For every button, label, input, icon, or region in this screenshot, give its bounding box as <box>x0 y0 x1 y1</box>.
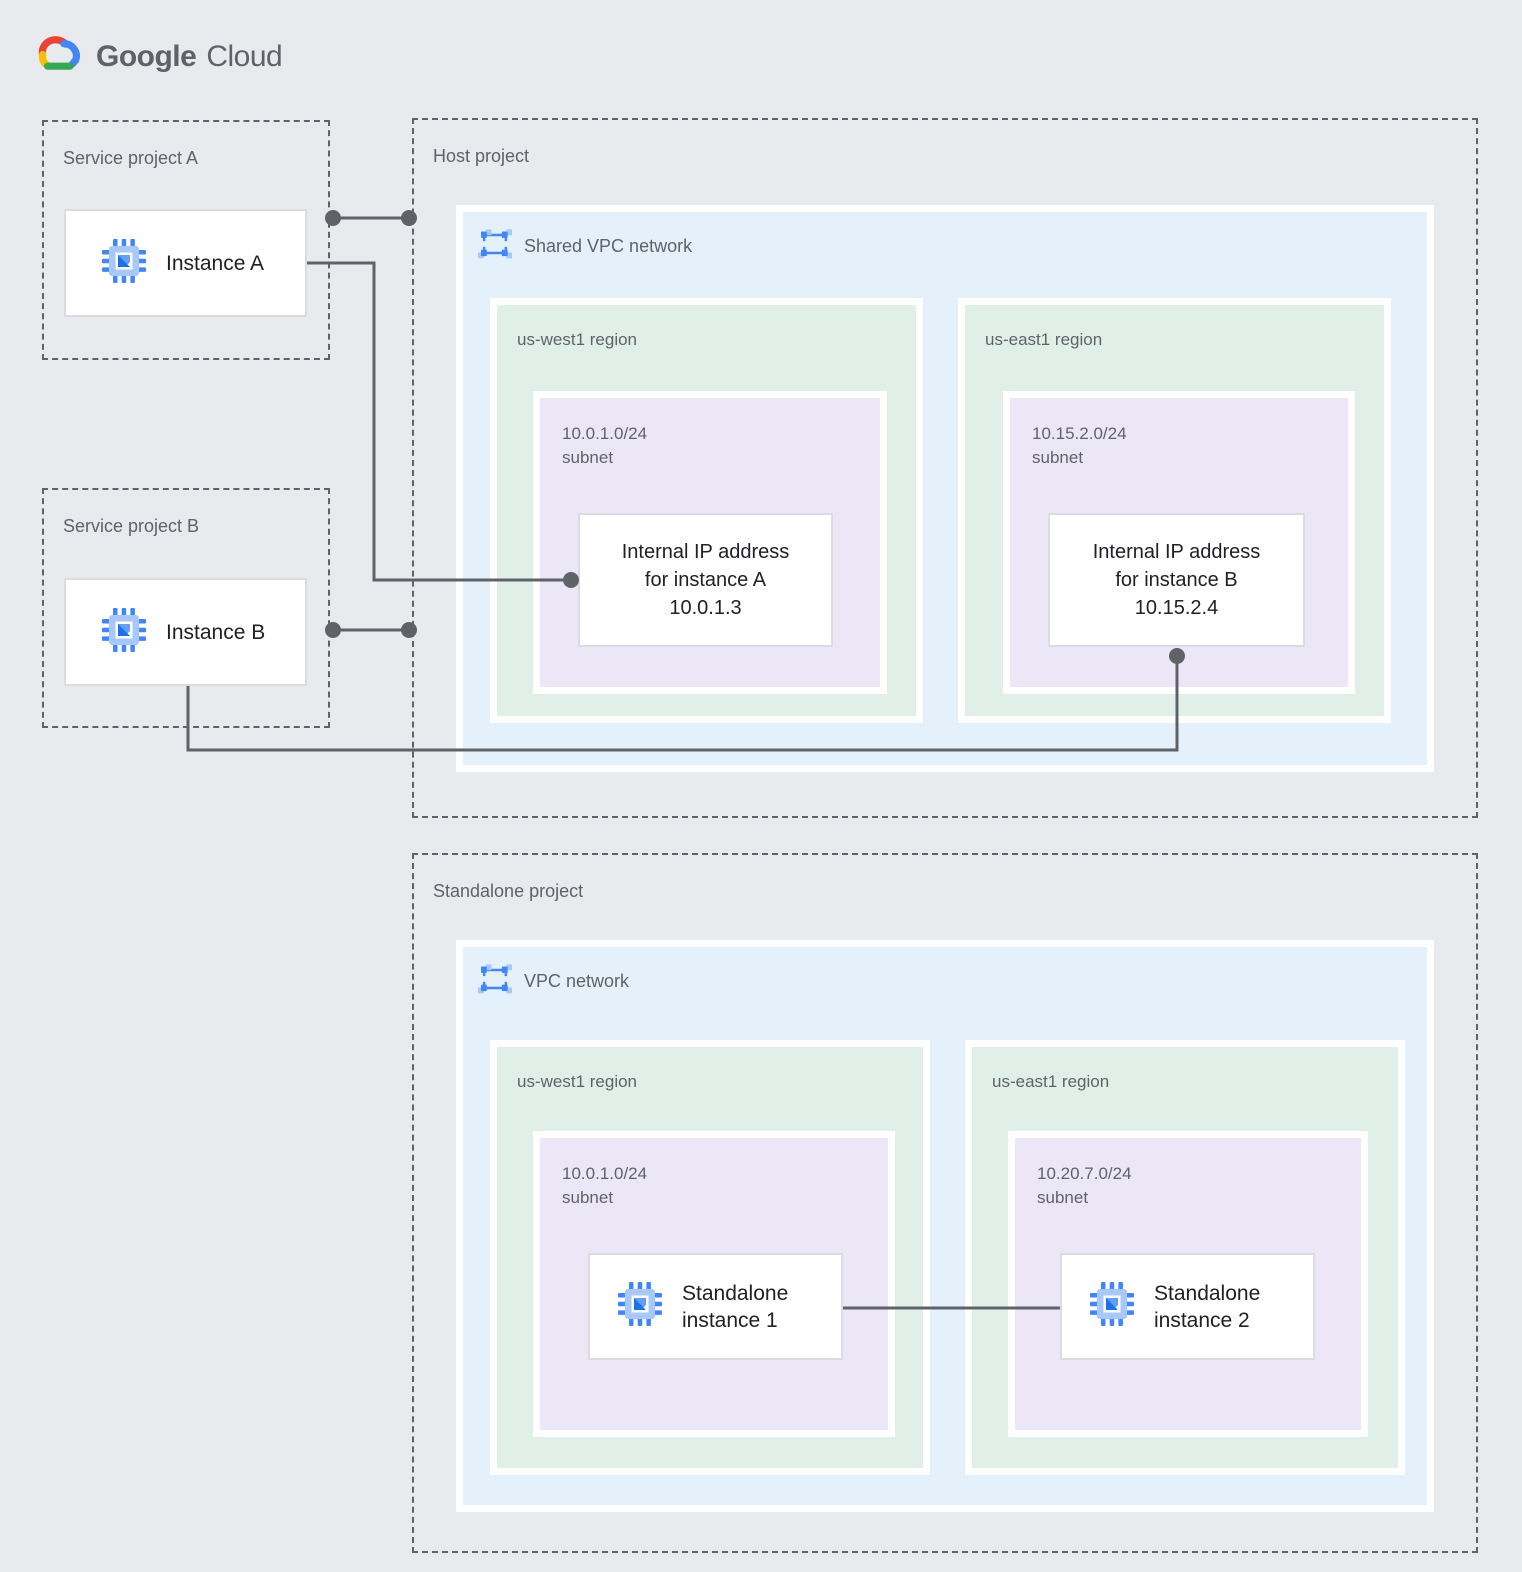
service-project-b-label: Service project B <box>63 516 200 536</box>
subnet-cidr: 10.20.7.0/24 <box>1037 1164 1132 1183</box>
shared-vpc-network-box: Shared VPC network us-west1 region 10.0.… <box>456 205 1434 772</box>
standalone-instance-1-card: Standalone instance 1 <box>588 1253 843 1360</box>
standalone-region-us-east1-label: us-east1 region <box>992 1072 1110 1091</box>
standalone-subnet-us-west1-label: 10.0.1.0/24 subnet <box>562 1162 647 1210</box>
subnet-cidr: 10.0.1.0/24 <box>562 424 648 443</box>
service-project-b-box: Service project B Instance B <box>42 488 330 728</box>
subnet-word: subnet <box>1037 1188 1089 1207</box>
shared-vpc-network-label: Shared VPC network <box>524 236 693 256</box>
host-region-us-east1: us-east1 region 10.15.2.0/24 subnet Inte… <box>958 298 1391 723</box>
inst-line: instance 1 <box>682 1308 778 1332</box>
host-region-us-east1-label: us-east1 region <box>985 330 1103 349</box>
ip-card-line: for instance B <box>1115 569 1238 591</box>
host-subnet-us-west1: 10.0.1.0/24 subnet Internal IP address f… <box>533 391 887 694</box>
standalone-instance-2-card: Standalone instance 2 <box>1060 1253 1315 1360</box>
internal-ip-card-instance-a: Internal IP address for instance A 10.0.… <box>578 513 833 647</box>
inst-line: instance 2 <box>1154 1308 1250 1332</box>
instance-b-card: Instance B <box>64 578 307 686</box>
logo-word-google: Google <box>96 39 197 73</box>
ip-card-line: 10.0.1.3 <box>669 597 742 619</box>
subnet-cidr: 10.0.1.0/24 <box>562 1164 648 1183</box>
internal-ip-card-instance-b: Internal IP address for instance B 10.15… <box>1048 513 1305 647</box>
standalone-region-us-east1: us-east1 region 10.20.7.0/24 subnet <box>965 1040 1405 1475</box>
instance-a-label: Instance A <box>166 251 265 275</box>
host-subnet-us-east1-label: 10.15.2.0/24 subnet <box>1032 422 1127 470</box>
inst-line: Standalone <box>1154 1281 1261 1305</box>
standalone-project-label: Standalone project <box>433 881 584 901</box>
standalone-subnet-us-west1: 10.0.1.0/24 subnet <box>533 1131 895 1437</box>
service-project-a-label: Service project A <box>63 148 199 168</box>
vpc-network-box: VPC network us-west1 region 10.0.1.0/24 … <box>456 940 1434 1512</box>
subnet-cidr: 10.15.2.0/24 <box>1032 424 1127 443</box>
compute-instance-icon <box>1088 1280 1136 1333</box>
ip-card-line: Internal IP address <box>1092 541 1261 563</box>
subnet-word: subnet <box>1032 448 1084 467</box>
google-cloud-icon <box>34 34 84 79</box>
host-subnet-us-west1-label: 10.0.1.0/24 subnet <box>562 422 647 470</box>
vpc-network-icon <box>478 228 513 265</box>
standalone-subnet-us-east1: 10.20.7.0/24 subnet <box>1008 1131 1368 1437</box>
compute-instance-icon <box>100 606 148 659</box>
ip-card-line: Internal IP address <box>621 541 790 563</box>
subnet-word: subnet <box>562 1188 614 1207</box>
standalone-region-us-west1-label: us-west1 region <box>517 1072 638 1091</box>
host-region-us-west1-label: us-west1 region <box>517 330 638 349</box>
standalone-instance-2-label: Standalone instance 2 <box>1154 1280 1260 1334</box>
standalone-subnet-us-east1-label: 10.20.7.0/24 subnet <box>1037 1162 1132 1210</box>
host-project-box: Host project <box>412 118 1478 818</box>
standalone-instance-1-label: Standalone instance 1 <box>682 1280 788 1334</box>
ip-card-line: 10.15.2.4 <box>1134 597 1219 619</box>
vpc-network-header: VPC network <box>478 963 629 1000</box>
host-project-label: Host project <box>433 146 530 166</box>
inst-line: Standalone <box>682 1281 789 1305</box>
vpc-network-label: VPC network <box>524 971 630 991</box>
ip-card-line: for instance A <box>644 569 767 591</box>
host-region-us-west1: us-west1 region 10.0.1.0/24 subnet Inter… <box>490 298 923 723</box>
shared-vpc-network-header: Shared VPC network <box>478 228 692 265</box>
compute-instance-icon <box>616 1280 664 1333</box>
instance-a-card: Instance A <box>64 209 307 317</box>
host-subnet-us-east1: 10.15.2.0/24 subnet Internal IP address … <box>1003 391 1355 694</box>
compute-instance-icon <box>100 237 148 290</box>
standalone-project-box: Standalone project <box>412 853 1478 1553</box>
instance-b-label: Instance B <box>166 620 266 644</box>
google-cloud-logo: Google Cloud <box>34 34 283 79</box>
service-project-a-box: Service project A Instance A <box>42 120 330 360</box>
vpc-network-icon <box>478 963 513 1000</box>
standalone-region-us-west1: us-west1 region 10.0.1.0/24 subnet <box>490 1040 930 1475</box>
subnet-word: subnet <box>562 448 614 467</box>
logo-word-cloud: Cloud <box>206 39 283 73</box>
